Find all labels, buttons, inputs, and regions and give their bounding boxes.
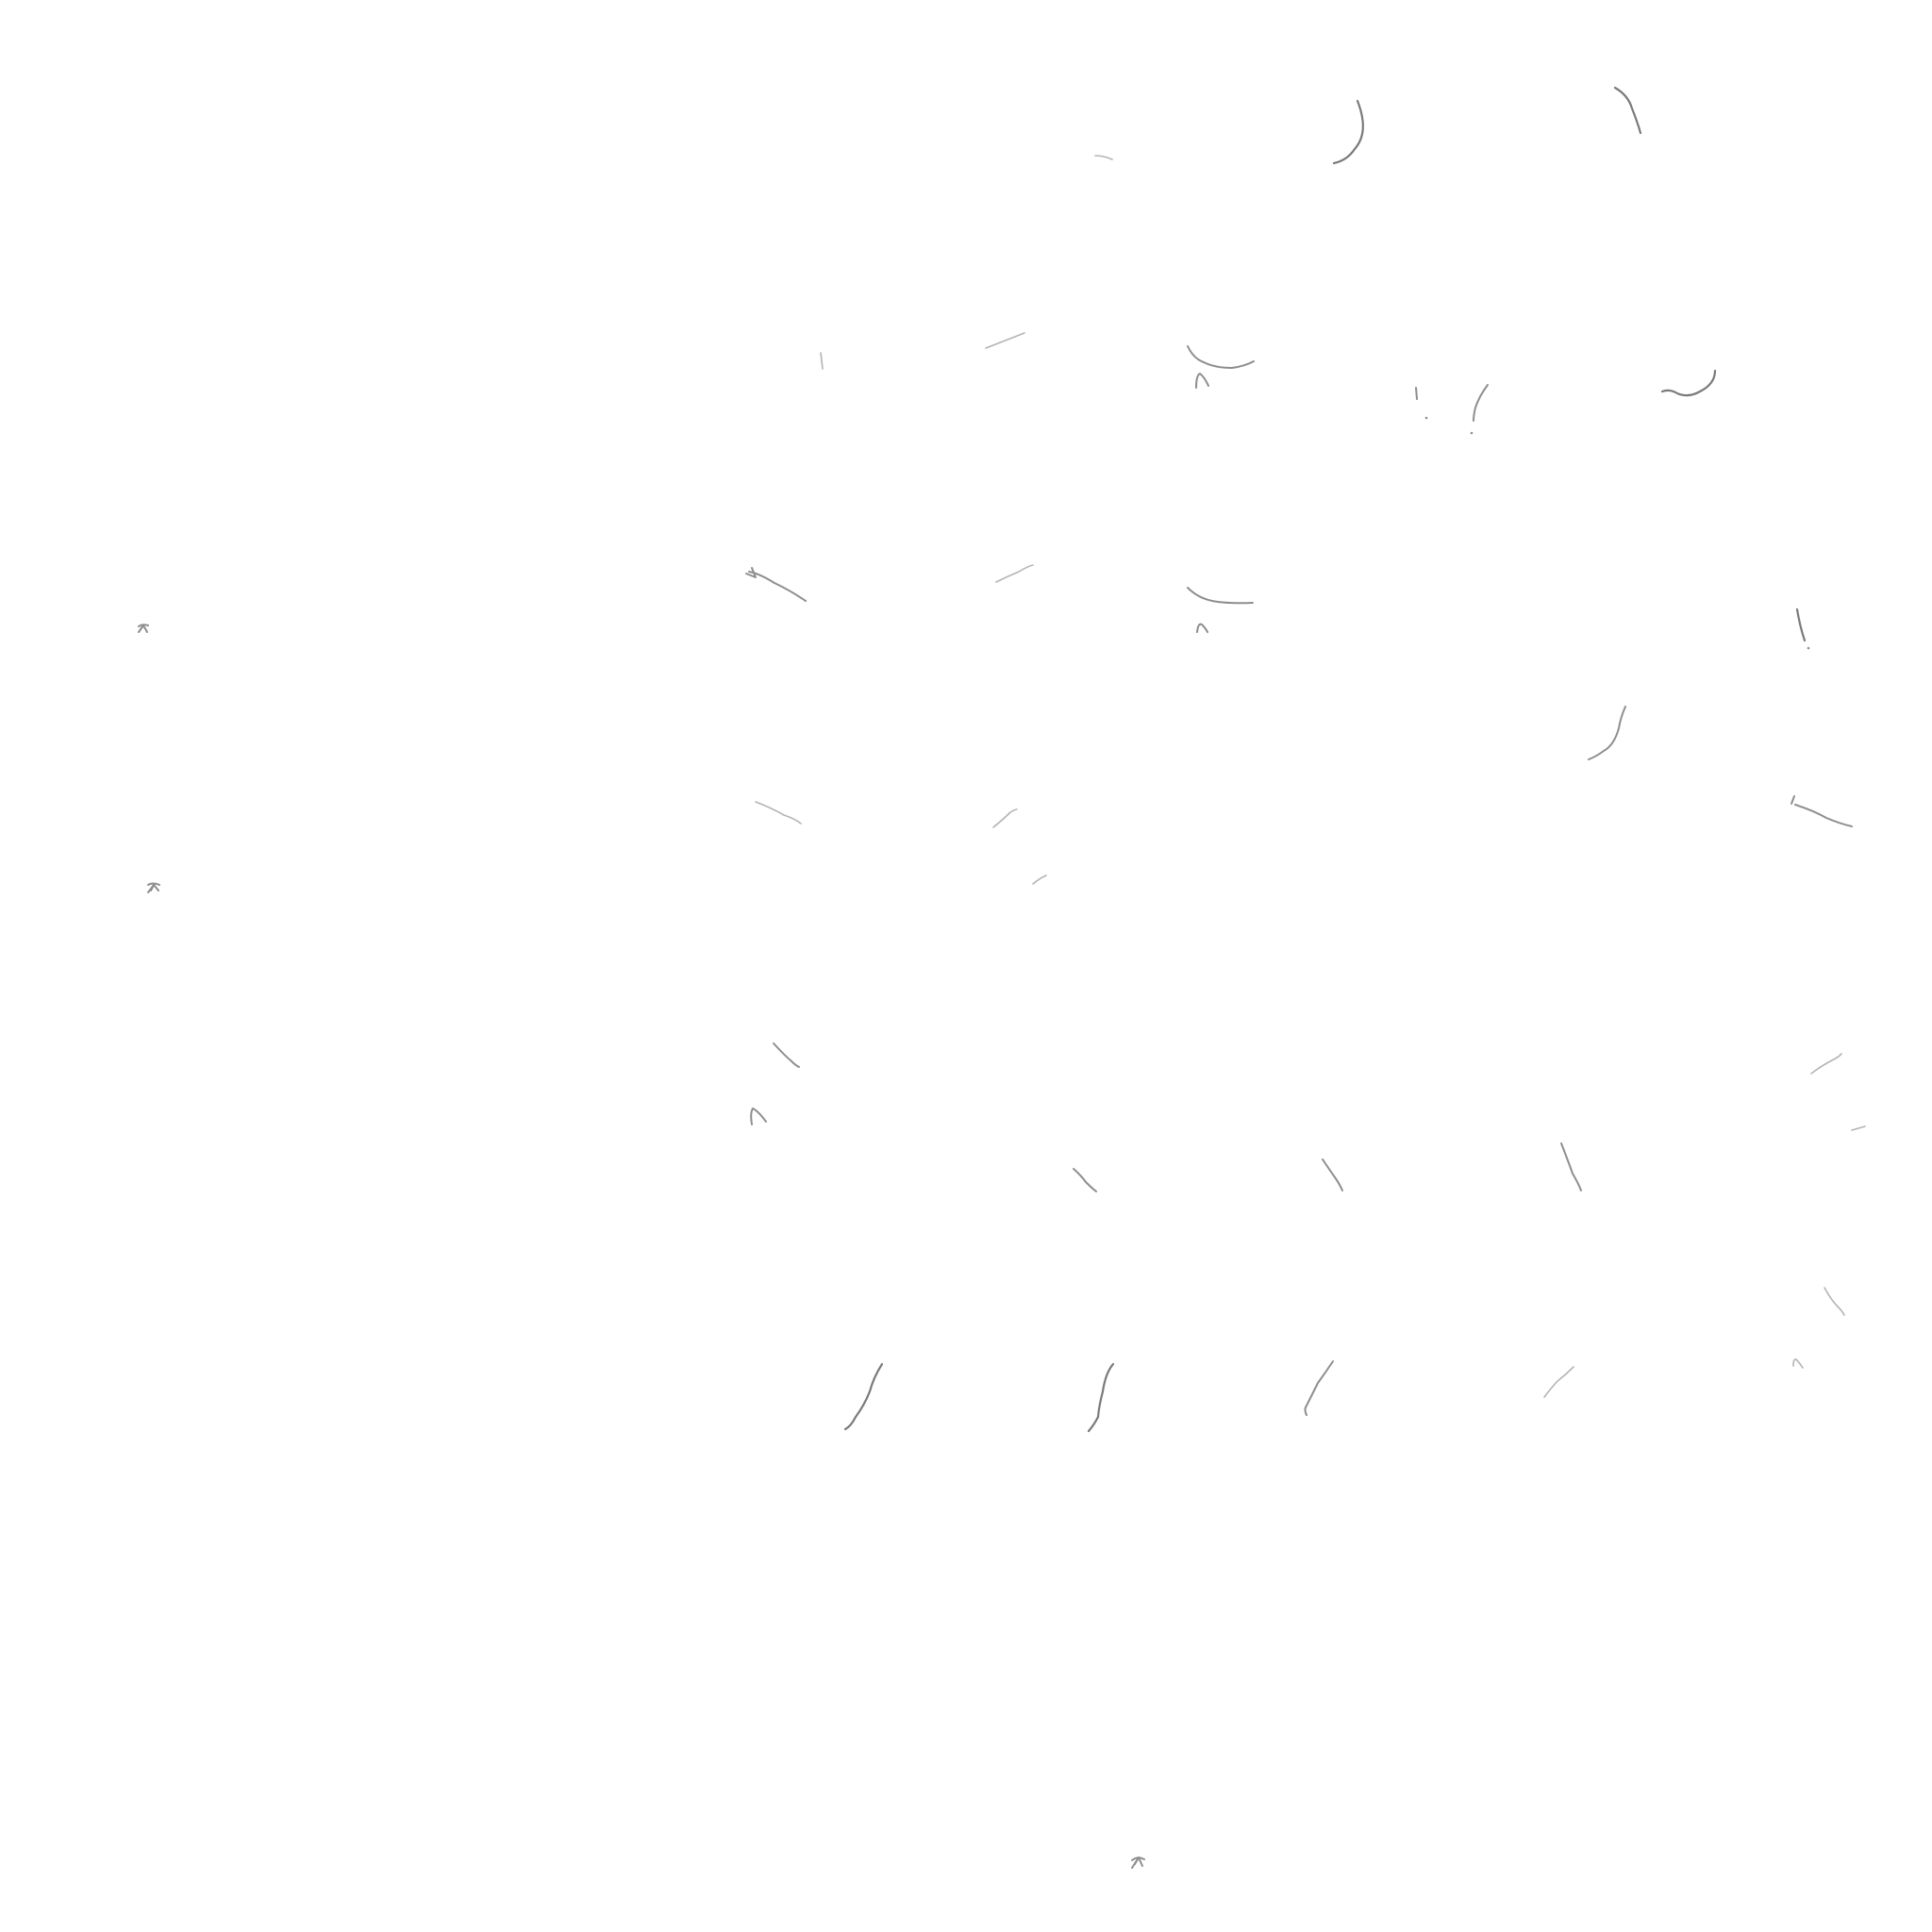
dot-mark [1807,646,1810,650]
stroke-mark [755,801,802,824]
stroke-mark [1588,706,1626,760]
stroke-mark [1851,1125,1866,1131]
stroke-mark [1415,387,1418,400]
arrow-cursor-icon [138,624,149,633]
stroke-mark [820,352,824,370]
stroke-mark [1792,1358,1804,1369]
stroke-mark [1613,86,1642,135]
stroke-mark [1660,369,1717,397]
stroke-mark [985,332,1025,349]
stroke-mark [745,567,757,578]
stroke-mark [1794,804,1853,827]
stroke-mark [1304,1360,1334,1416]
stroke-mark [992,808,1018,828]
stroke-mark [1543,1366,1574,1398]
stroke-mark [1032,874,1047,885]
stroke-mark [1187,587,1254,605]
stroke-mark [1790,795,1795,805]
arrow-cursor-icon [147,882,160,893]
dot-mark [1470,431,1474,435]
stroke-mark [995,564,1034,583]
stroke-mark [1824,1287,1845,1316]
stroke-mark [1322,1158,1343,1191]
stroke-mark [773,1042,800,1068]
stroke-mark [1473,384,1489,422]
arrow-cursor-icon [1131,1857,1145,1869]
stroke-mark [750,1108,767,1125]
stroke-mark [1560,1142,1582,1191]
stroke-mark [1087,1362,1115,1433]
stroke-mark [1196,623,1208,633]
stroke-mark [1332,99,1364,165]
stroke-mark [1810,1053,1842,1074]
stroke-mark [748,571,807,602]
stroke-mark [1795,608,1807,642]
stroke-mark [1094,155,1113,160]
stroke-mark [843,1362,884,1431]
stroke-mark [1187,345,1255,369]
dot-mark [1424,416,1428,420]
stroke-mark [1195,373,1209,389]
stroke-mark [1073,1168,1097,1192]
